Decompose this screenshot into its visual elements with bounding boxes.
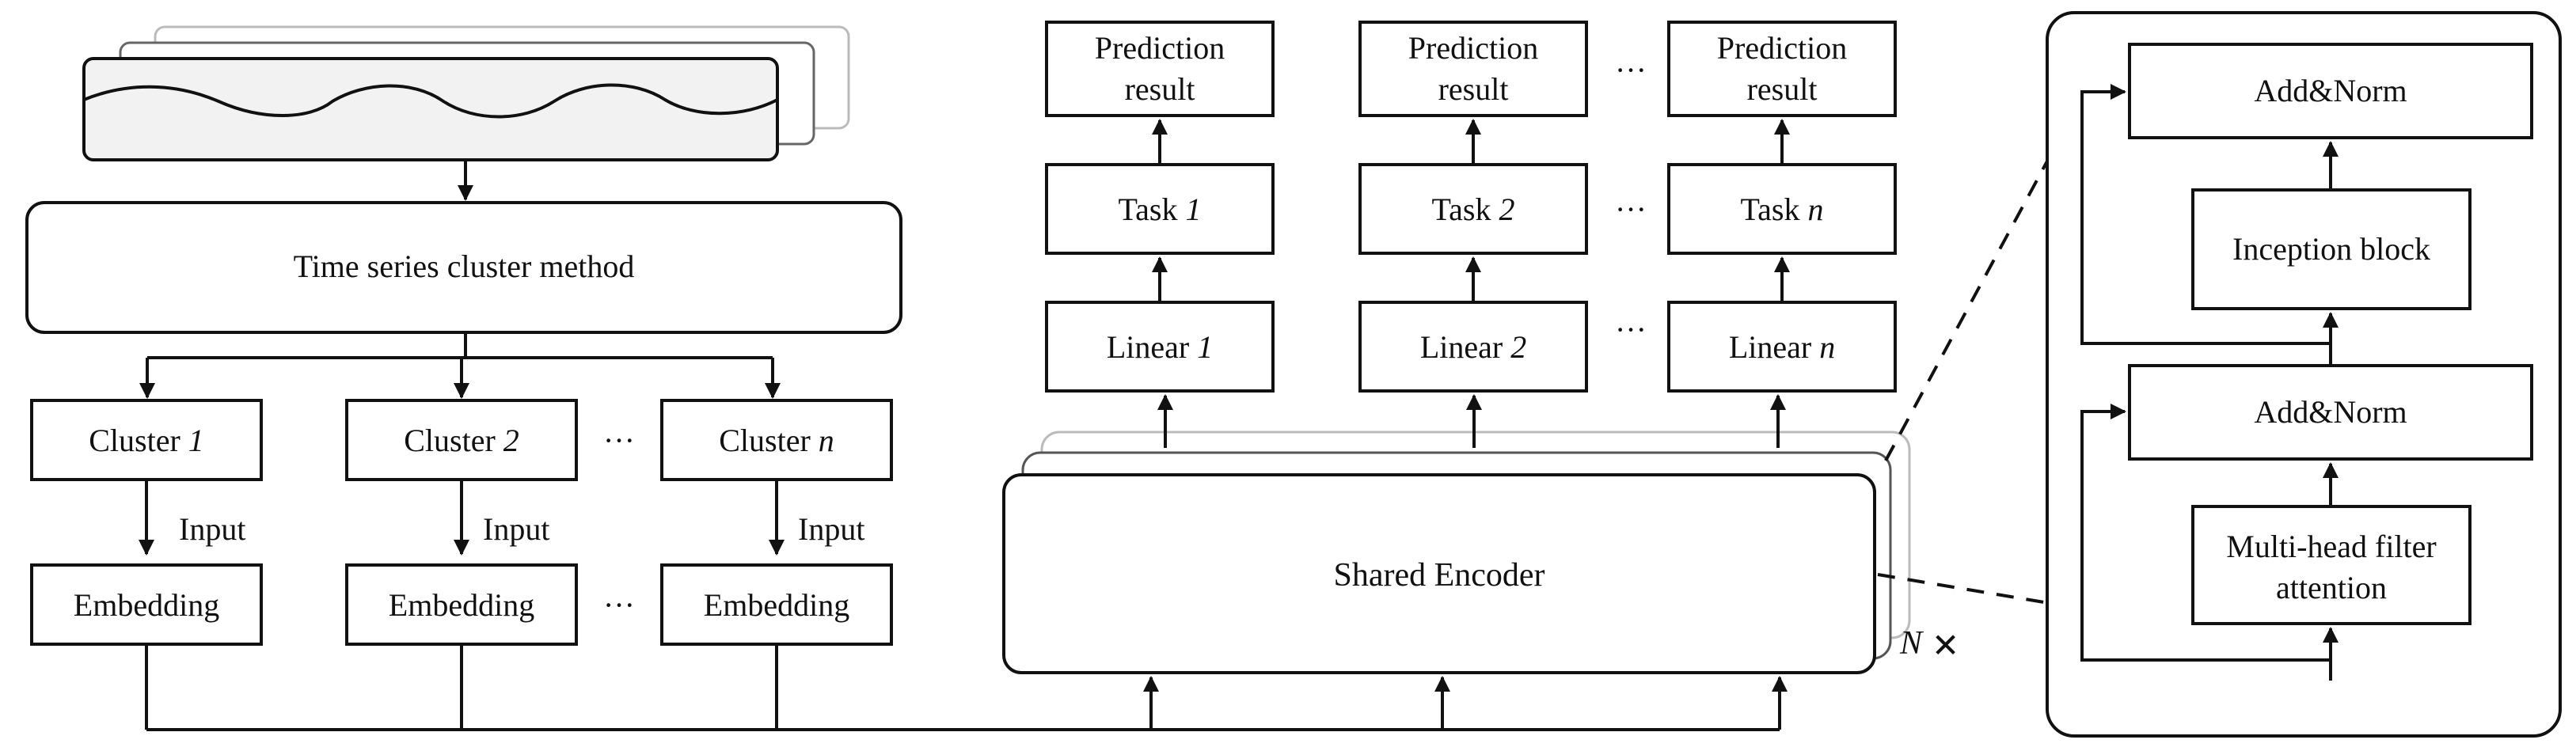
embedding-1-label: Embedding [74, 587, 219, 623]
repeat-n-label: N [1899, 625, 1924, 662]
task-ellipsis: ··· [1615, 192, 1647, 227]
add-norm-top-label: Add&Norm [2254, 73, 2407, 108]
cluster-method-label: Time series cluster method [294, 248, 635, 284]
prediction-2-box [1358, 21, 1588, 117]
prediction-n-line1: Prediction [1717, 30, 1847, 66]
prediction-1-box [1045, 21, 1275, 117]
prediction-ellipsis: ··· [1615, 52, 1647, 88]
multi-head-filter-attention-box [2191, 505, 2472, 625]
shared-encoder-label: Shared Encoder [1333, 557, 1544, 594]
inception-block-label: Inception block [2232, 231, 2430, 267]
linear-ellipsis: ··· [1615, 312, 1647, 347]
prediction-2-line1: Prediction [1408, 30, 1538, 66]
residual-connection-upper [2080, 84, 2331, 345]
cluster-1-label: Cluster 1 [89, 423, 204, 458]
embedding-2-box [345, 563, 578, 646]
cluster-n-label: Cluster n [719, 423, 834, 458]
embedding-2-label: Embedding [389, 587, 534, 623]
repeat-times-symbol: ✕ [1932, 628, 1959, 665]
linear-1-label: Linear 1 [1107, 329, 1213, 365]
time-series-stack [82, 25, 850, 161]
add-norm-top-box [2128, 43, 2533, 139]
task-n-box [1667, 163, 1897, 255]
zoom-line-top [1884, 157, 2050, 461]
linear-2-label: Linear 2 [1420, 329, 1526, 365]
shared-encoder-box [1002, 473, 1876, 674]
linear-n-label: Linear n [1729, 329, 1835, 365]
task-n-label: Task n [1741, 192, 1824, 227]
input-label-2: Input [483, 511, 549, 547]
mhfa-label-line2: attention [2276, 570, 2387, 605]
linear-2-box [1358, 301, 1588, 393]
add-norm-bottom-label: Add&Norm [2254, 394, 2407, 430]
cluster-2-label: Cluster 2 [404, 423, 519, 458]
task-1-box [1045, 163, 1275, 255]
prediction-2-line2: result [1438, 71, 1509, 107]
add-norm-bottom-box [2128, 364, 2533, 461]
time-series-wave [83, 83, 778, 119]
series-sheet-front [82, 57, 779, 161]
residual-connection-lower [2080, 404, 2331, 662]
linear-n-box [1667, 301, 1897, 393]
task-1-label: Task 1 [1119, 192, 1202, 227]
cluster-ellipsis: ··· [603, 423, 635, 458]
inception-block-box [2191, 188, 2472, 310]
embedding-ellipsis: ··· [603, 587, 635, 623]
embedding-n-label: Embedding [704, 587, 849, 623]
embedding-1-box [30, 563, 263, 646]
linear-1-box [1045, 301, 1275, 393]
encoder-stack: Shared Encoder [1002, 430, 1911, 674]
mhfa-label-line1: Multi-head filter [2226, 529, 2436, 564]
prediction-1-line1: Prediction [1095, 30, 1225, 66]
input-label-n: Input [798, 511, 864, 547]
task-2-box [1358, 163, 1588, 255]
input-label-1: Input [179, 511, 245, 547]
prediction-n-line2: result [1747, 71, 1818, 107]
prediction-1-line2: result [1125, 71, 1195, 107]
task-2-label: Task 2 [1432, 192, 1515, 227]
prediction-n-box [1667, 21, 1897, 117]
